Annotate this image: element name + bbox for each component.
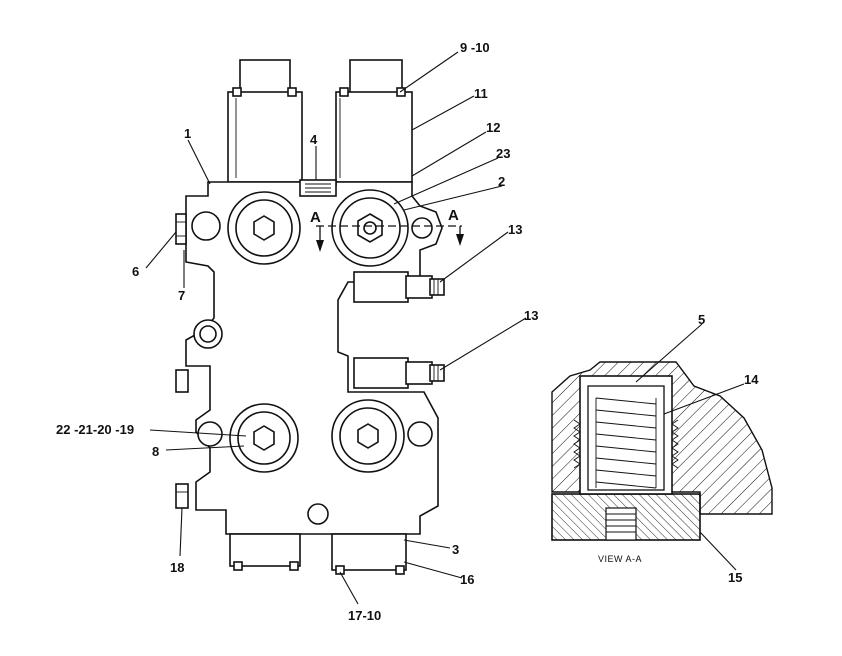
callout-13-lower: 13	[524, 308, 538, 323]
callout-3: 3	[452, 542, 459, 557]
callout-8: 8	[152, 444, 159, 459]
valve-body	[175, 59, 464, 575]
section-marker-left: A	[310, 209, 321, 226]
callout-14: 14	[744, 372, 759, 387]
fitting-upper	[353, 271, 445, 303]
view-label: VIEW A-A	[598, 554, 642, 564]
callout-6: 6	[132, 264, 139, 279]
callout-15: 15	[728, 570, 742, 585]
callout-1: 1	[184, 126, 191, 141]
callout-5: 5	[698, 312, 705, 327]
leader-lines	[145, 51, 745, 605]
solenoid-right	[335, 59, 413, 183]
callout-9-10: 9 -10	[460, 40, 490, 55]
callout-18: 18	[170, 560, 184, 575]
spring	[595, 397, 657, 489]
callout-2: 2	[498, 174, 505, 189]
callout-23: 23	[496, 146, 510, 161]
fitting-lower	[353, 357, 445, 389]
callout-16: 16	[460, 572, 474, 587]
callout-13-upper: 13	[508, 222, 522, 237]
callout-12: 12	[486, 120, 500, 135]
section-marker-right: A	[448, 207, 459, 224]
callout-7: 7	[178, 288, 185, 303]
callout-11: 11	[474, 86, 488, 101]
callout-17-10: 17-10	[348, 608, 381, 623]
callout-4: 4	[310, 132, 318, 147]
solenoid-left	[227, 59, 303, 183]
section-view-a-a	[551, 361, 773, 541]
callout-19-22: 22 -21-20 -19	[56, 422, 134, 437]
